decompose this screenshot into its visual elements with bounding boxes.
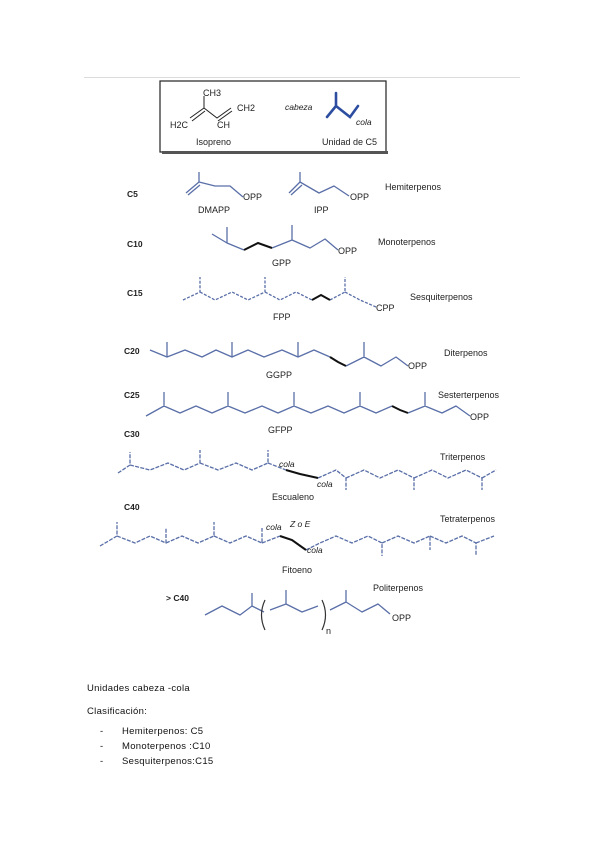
repeat-n: n (326, 626, 331, 636)
compound-name: GPP (272, 258, 291, 268)
isoprene-ch3: CH3 (203, 88, 221, 98)
carbon-label: C5 (127, 189, 138, 199)
class-label: Diterpenos (444, 348, 488, 358)
list-dash: - (100, 756, 104, 767)
caption: Unidades cabeza -cola (87, 683, 190, 694)
compound-name: Fitoeno (282, 565, 312, 575)
classification-heading: Clasificación: (87, 706, 148, 717)
carbon-label: C15 (127, 288, 143, 298)
carbon-label: C40 (124, 502, 140, 512)
compound-name: FPP (273, 312, 291, 322)
opp-label: OPP (392, 613, 411, 623)
opp-label: OPP (350, 192, 369, 202)
carbon-label: C30 (124, 429, 140, 439)
list-item-text: Hemiterpenos: C5 (122, 726, 204, 737)
tail-label: cola (279, 459, 295, 469)
list-item-text: Monoterpenos :C10 (122, 741, 211, 752)
class-label: Monoterpenos (378, 237, 436, 247)
compound-name: GFPP (268, 425, 293, 435)
opp-label: OPP (470, 412, 489, 422)
row-c30: C30 cola cola Escualeno Triterpenos (117, 429, 497, 502)
unit-name: Unidad de C5 (322, 137, 377, 147)
isoprene-ch: CH (217, 120, 230, 130)
unit-head-label: cabeza (285, 102, 313, 112)
row-c40: C40 cola Z o E cola Fitoeno Tetraterpeno… (99, 502, 496, 575)
class-label: Hemiterpenos (385, 182, 442, 192)
z-or-e-label: Z o E (289, 519, 311, 529)
carbon-label: C25 (124, 390, 140, 400)
unit-tail-label: cola (356, 117, 372, 127)
list-dash: - (100, 726, 104, 737)
isoprene-name: Isopreno (196, 137, 231, 147)
classification-list: - Hemiterpenos: C5 - Monoterpenos :C10 - Se… (100, 724, 213, 769)
class-label: Politerpenos (373, 583, 424, 593)
opp-label: OPP (243, 192, 262, 202)
opp-label: OPP (338, 246, 357, 256)
compound-name: Escualeno (272, 492, 314, 502)
top-divider (84, 77, 520, 78)
carbon-label: C10 (127, 239, 143, 249)
carbon-label: C20 (124, 346, 140, 356)
carbon-label: > C40 (166, 593, 189, 603)
compound-name-ipp: IPP (314, 205, 329, 215)
tail-label: cola (307, 545, 323, 555)
isoprene-box: CH3 CH2 H2C CH Isopreno cabeza cola Unid… (159, 80, 388, 154)
compound-name: GGPP (266, 370, 292, 380)
row-c15: C15 CPP FPP Sesquiterpenos (127, 277, 473, 322)
opp-label: CPP (376, 303, 395, 313)
row-c25: C25 OPP GFPP Sesterterpenos (124, 390, 500, 435)
list-item: - Sesquiterpenos:C15 (100, 754, 213, 769)
row-c5: C5 OPP DMAPP OPP IPP Hemiterpenos (127, 172, 442, 215)
class-label: Tetraterpenos (440, 514, 496, 524)
isoprene-ch2: CH2 (237, 103, 255, 113)
class-label: Triterpenos (440, 452, 486, 462)
row-gt-c40: > C40 n OPP Politerpenos (166, 583, 424, 636)
list-dash: - (100, 741, 104, 752)
list-item-text: Sesquiterpenos:C15 (122, 756, 214, 767)
isoprene-h2c: H2C (170, 120, 189, 130)
list-item: - Monoterpenos :C10 (100, 739, 213, 754)
class-label: Sesterterpenos (438, 390, 500, 400)
opp-label: OPP (408, 361, 427, 371)
compound-name-dmapp: DMAPP (198, 205, 230, 215)
tail-label: cola (317, 479, 333, 489)
tail-label: cola (266, 522, 282, 532)
class-label: Sesquiterpenos (410, 292, 473, 302)
row-c20: C20 OPP GGPP Diterpenos (124, 342, 488, 380)
list-item: - Hemiterpenos: C5 (100, 724, 213, 739)
row-c10: C10 OPP GPP Monoterpenos (127, 225, 436, 268)
terpene-classification-figure: .bl { stroke:#5a6fa8; stroke-width:1.3; … (99, 80, 500, 636)
